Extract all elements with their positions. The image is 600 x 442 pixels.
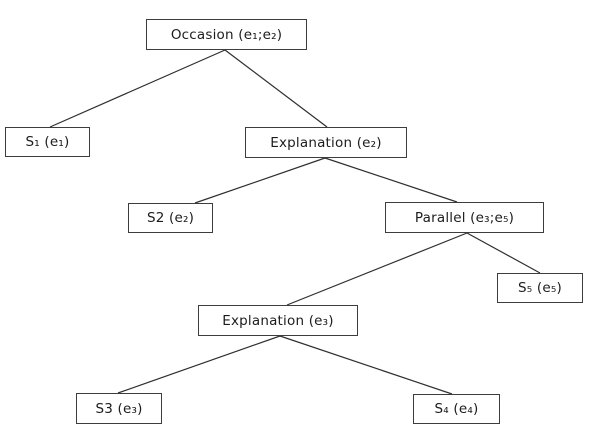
edge-explanation3-s4 bbox=[279, 335, 453, 395]
node-s1: S₁ (e₁) bbox=[5, 127, 90, 157]
node-explanation-e3: Explanation (e₃) bbox=[198, 305, 358, 336]
edge-occasion-s1 bbox=[49, 49, 226, 128]
node-s4-label: S₄ (e₄) bbox=[434, 401, 479, 417]
node-s3: S3 (e₃) bbox=[76, 393, 162, 424]
node-s4: S₄ (e₄) bbox=[413, 394, 500, 424]
node-s2-label: S2 (e₂) bbox=[146, 210, 195, 226]
edge-parallel-s5 bbox=[466, 232, 541, 274]
node-parallel: Parallel (e₃;e₅) bbox=[385, 202, 544, 233]
node-explanation-e2: Explanation (e₂) bbox=[245, 127, 407, 158]
node-s3-label: S3 (e₃) bbox=[95, 400, 143, 417]
node-s5: S₅ (e₅) bbox=[497, 273, 583, 303]
node-explanation-e2-label: Explanation (e₂) bbox=[270, 134, 382, 151]
edge-explanation2-parallel bbox=[324, 157, 458, 203]
node-parallel-label: Parallel (e₃;e₅) bbox=[414, 209, 515, 226]
edge-occasion-explanation2 bbox=[224, 49, 328, 128]
node-occasion-label: Occasion (e₁;e₂) bbox=[170, 26, 283, 43]
edge-explanation3-s3 bbox=[117, 335, 281, 394]
node-explanation-e3-label: Explanation (e₃) bbox=[222, 312, 334, 329]
node-occasion: Occasion (e₁;e₂) bbox=[146, 19, 307, 50]
node-s1-label: S₁ (e₁) bbox=[25, 134, 70, 150]
edge-parallel-explanation3 bbox=[286, 232, 468, 306]
node-s5-label: S₅ (e₅) bbox=[518, 280, 562, 296]
edge-explanation2-s2 bbox=[194, 157, 326, 204]
node-s2: S2 (e₂) bbox=[128, 203, 213, 233]
